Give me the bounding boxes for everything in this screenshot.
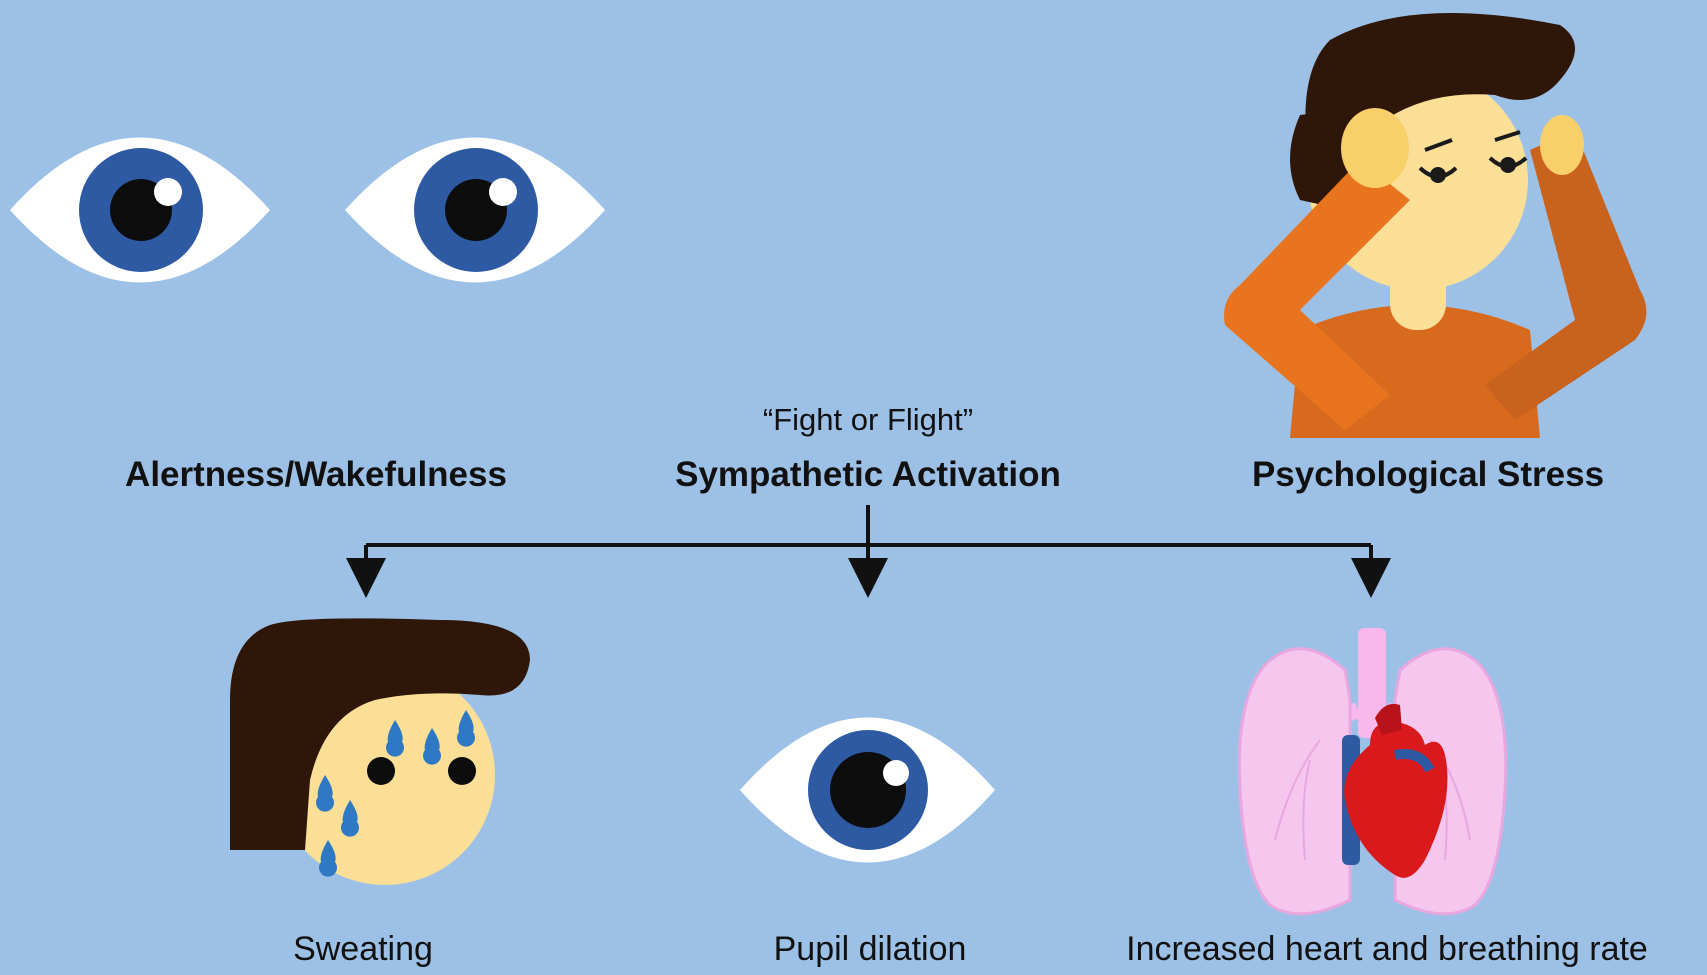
sympathetic-activation-label: Sympathetic Activation — [675, 455, 1061, 495]
eye-icon — [345, 138, 605, 283]
pupil-dilation-label: Pupil dilation — [774, 930, 967, 969]
stressed-person-icon — [1224, 13, 1646, 438]
sweating-face-icon — [230, 618, 530, 885]
eye-icon — [10, 138, 270, 283]
branch-arrows — [366, 505, 1371, 578]
eye-icon — [740, 718, 995, 863]
psychological-stress-label: Psychological Stress — [1252, 455, 1604, 495]
alertness-label: Alertness/Wakefulness — [125, 455, 507, 495]
sweating-label: Sweating — [293, 930, 433, 969]
lungs-heart-icon — [1239, 628, 1505, 914]
fight-or-flight-label: “Fight or Flight” — [763, 402, 973, 438]
heart-breathing-label: Increased heart and breathing rate — [1126, 930, 1648, 969]
